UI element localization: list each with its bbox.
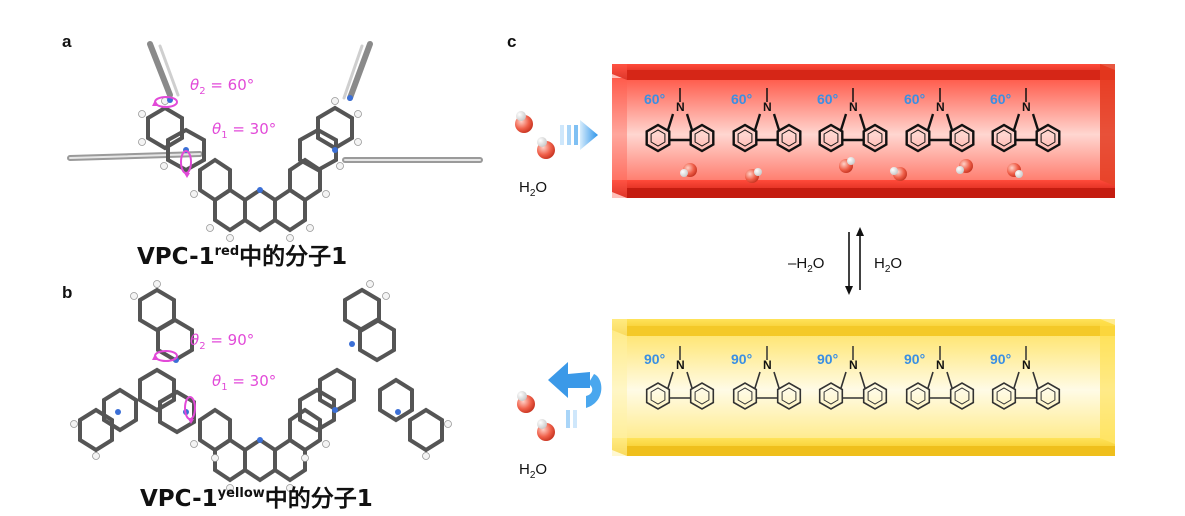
incoming-water [515,111,555,159]
theta1-label-a: θ1 = 30° [212,120,276,141]
red-channel-carbazoles: N 60° N 60° N 60° N 60° N 60° [644,88,1061,153]
nitrogen-atom: N [676,100,685,114]
rotation-arrow-theta2-a [152,96,178,108]
nitrogen-atom: N [1022,100,1031,114]
nitrogen-atom: N [676,358,685,372]
caption-b: VPC-1yellow中的分子1 [140,485,373,512]
nitrogen-atom: N [763,358,772,372]
panel-b-label: b [62,283,72,302]
rotation-arrow-theta1-a [180,150,192,178]
molecule-b-model [78,287,444,483]
panel-a: a [62,32,483,270]
red-channel-water [680,157,1023,183]
theta2-label-a: θ2 = 60° [190,76,254,97]
carbazole-yellow-4: N [991,346,1061,410]
panel-b: b [62,280,452,512]
water-out-arrow [548,362,602,428]
carbazole-red-0: N [645,88,715,153]
molecule-a-model [67,41,483,233]
outgoing-water [517,391,555,441]
dehydration-label: –H2O [788,255,824,275]
carbazole-red-3: N [905,88,975,153]
molecule-b-nitrogens [115,341,401,443]
red-angle-label: 60° [731,91,752,107]
water-out-label: H2O [519,461,547,481]
carbazole-red-2: N [818,88,888,153]
carbazole-yellow-3: N [905,346,975,410]
red-angle-label: 60° [904,91,925,107]
theta2-label-b: θ2 = 90° [190,331,254,352]
nitrogen-atom: N [849,358,858,372]
rotation-arrow-theta1-b [184,396,196,424]
molecule-a-hydrogens [138,97,362,242]
caption-a: VPC-1red中的分子1 [137,243,347,270]
nitrogen-atom: N [936,100,945,114]
theta1-label-b: θ1 = 30° [212,372,276,393]
equilibrium-arrows [845,227,864,295]
red-angle-label: 60° [990,91,1011,107]
panel-a-label: a [62,32,72,51]
yellow-angle-label: 90° [990,351,1011,367]
red-angle-label: 60° [817,91,838,107]
yellow-channel-carbazoles: N 90° N 90° N 90° N 90° N 90° [644,346,1061,410]
nitrogen-atom: N [763,100,772,114]
rotation-arrow-theta2-b [152,350,178,362]
yellow-angle-label: 90° [644,351,665,367]
water-in-arrow [560,120,598,150]
hydration-label: H2O [874,255,902,275]
carbazole-yellow-0: N [645,346,715,410]
panel-c: c N 60° N 60° N 60° N 60° N 60° [507,32,1115,481]
yellow-angle-label: 90° [731,351,752,367]
carbazole-red-1: N [732,88,802,153]
nitrogen-atom: N [936,358,945,372]
molecule-b-hydrogens [70,280,452,492]
carbazole-yellow-1: N [732,346,802,410]
panel-c-label: c [507,32,516,51]
red-angle-label: 60° [644,91,665,107]
water-in-label: H2O [519,179,547,199]
carbazole-red-4: N [991,88,1061,153]
yellow-angle-label: 90° [817,351,838,367]
yellow-angle-label: 90° [904,351,925,367]
nitrogen-atom: N [1022,358,1031,372]
carbazole-yellow-2: N [818,346,888,410]
nitrogen-atom: N [849,100,858,114]
